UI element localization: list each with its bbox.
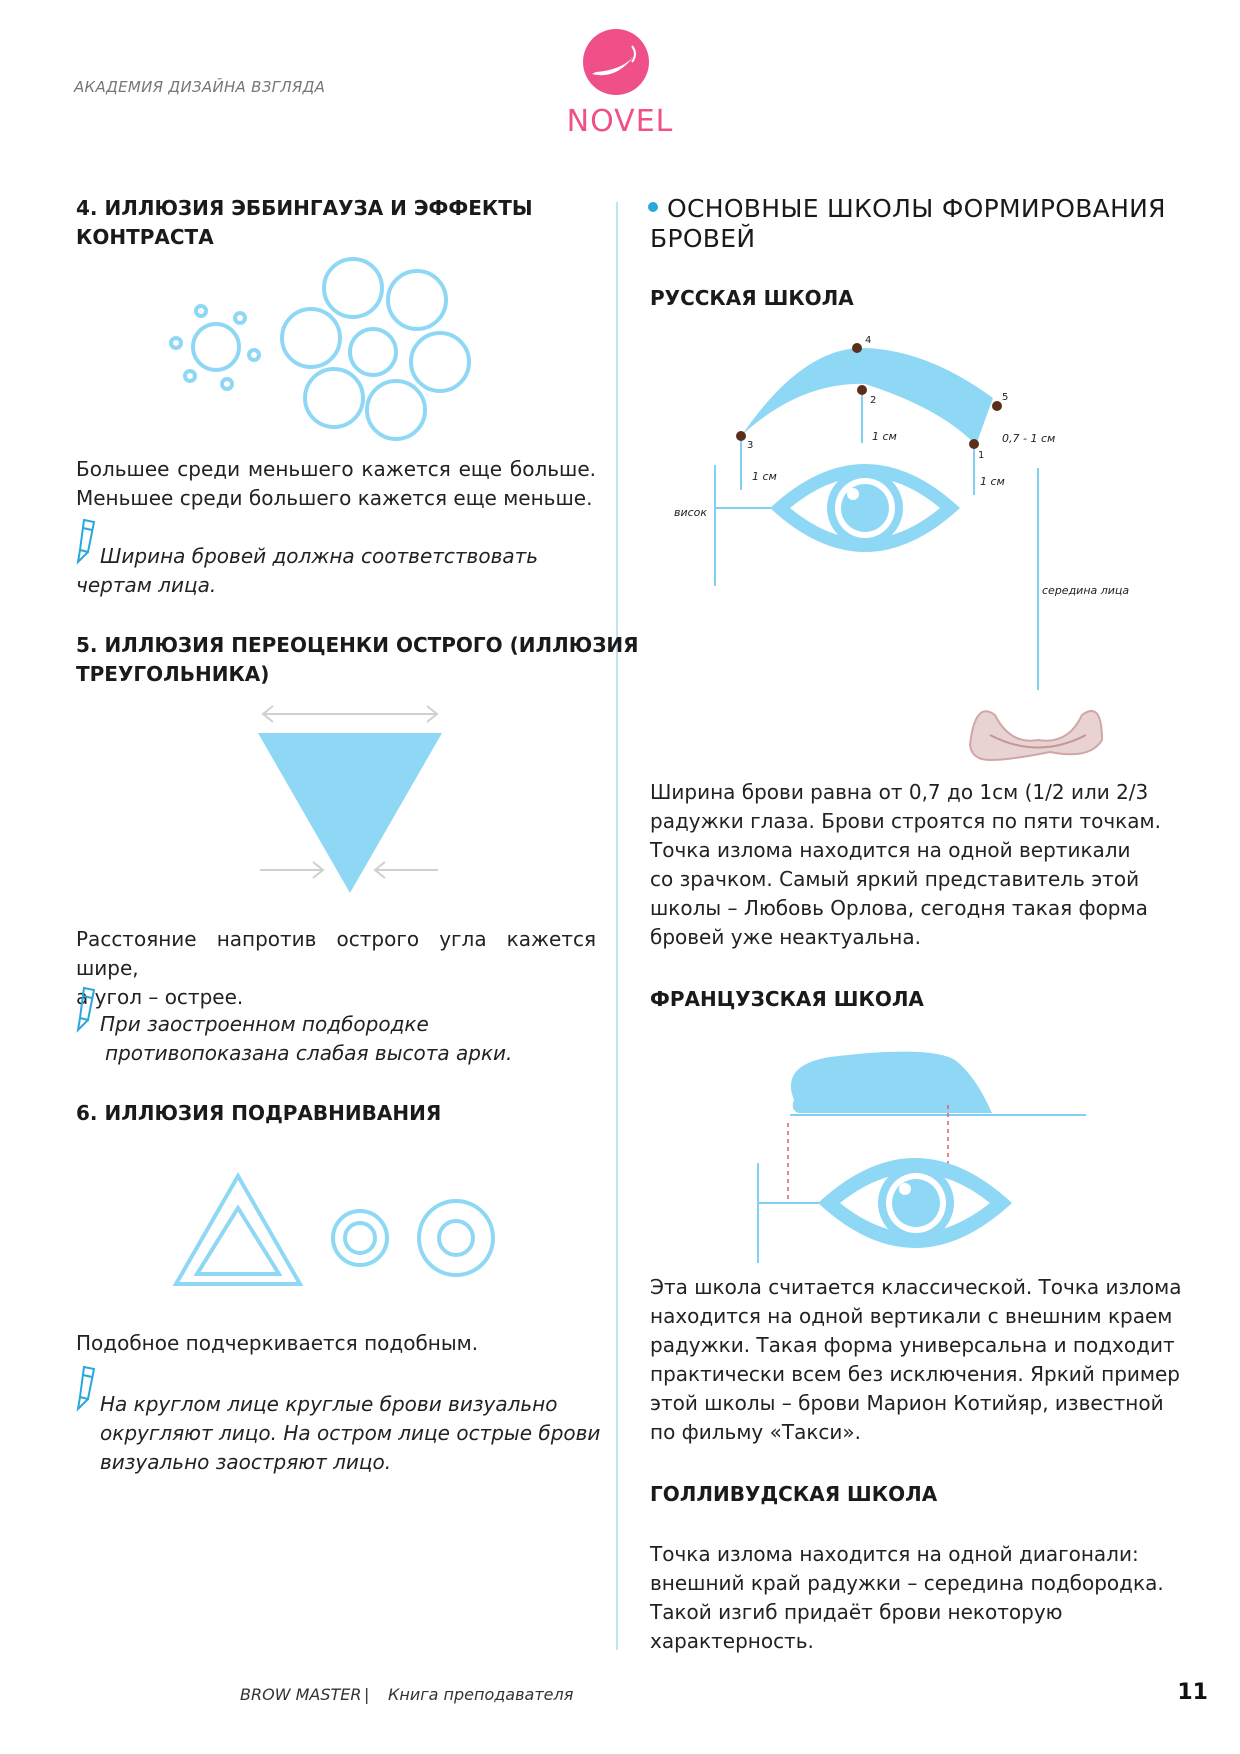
- footer-book: Книга преподавателя: [388, 1685, 574, 1704]
- pen-icon: [76, 986, 96, 1033]
- russian-diagram-graphics: [714, 343, 1104, 762]
- hollywood-school-title: ГОЛЛИВУДСКАЯ ШКОЛА: [650, 1482, 938, 1506]
- section-5-title: 5. ИЛЛЮЗИЯ ПЕРЕОЦЕНКИ ОСТРОГО (ИЛЛЮЗИЯ Т…: [76, 633, 639, 686]
- section-6-tip: На круглом лице круглые брови визуально …: [100, 1392, 601, 1474]
- section-6-title: 6. ИЛЛЮЗИЯ ПОДРАВНИВАНИЯ: [76, 1101, 442, 1125]
- pen-icon: [76, 518, 96, 565]
- russian-school-title: РУССКАЯ ШКОЛА: [650, 286, 854, 310]
- alignment-illusion-illustration: [172, 1171, 495, 1286]
- bullet-dot: [648, 202, 658, 212]
- column-divider: [616, 202, 618, 1650]
- logo-text: NOVEL: [566, 104, 674, 139]
- triangle-illusion-illustration: [258, 705, 442, 893]
- section-4-tip: Ширина бровей должна соответствовать чер…: [76, 544, 539, 597]
- logo-icon: [583, 29, 649, 95]
- russian-school-diagram: 4 2 3 5 1 1 см 1 см 1 см 0,7 - 1 см висо…: [650, 320, 1150, 762]
- footer-separator: |: [364, 1685, 370, 1704]
- section-4-text: Большее среди меньшего кажется еще больш…: [76, 457, 596, 510]
- hollywood-school-text: Точка излома находится на одной диагонал…: [650, 1542, 1164, 1653]
- page-number: 11: [1177, 1680, 1208, 1705]
- section-5-tip: При заостроенном подбородке противопоказ…: [100, 1012, 513, 1065]
- russian-school-text: Ширина брови равна от 0,7 до 1см (1/2 ил…: [650, 780, 1161, 949]
- footer-brand: BROW MASTER: [240, 1685, 362, 1704]
- section-5-text: Расстояние напротив острого угла кажется…: [76, 927, 596, 1009]
- ebbinghaus-illustration: [169, 257, 471, 441]
- section-4-title: 4. ИЛЛЮЗИЯ ЭББИНГАУЗА И ЭФФЕКТЫ КОНТРАСТ…: [76, 196, 533, 249]
- french-school-text: Эта школа считается классической. Точка …: [650, 1275, 1182, 1444]
- french-school-diagram: [757, 1051, 1086, 1263]
- nose-icon: [968, 709, 1104, 762]
- french-school-title: ФРАНЦУЗСКАЯ ШКОЛА: [650, 987, 924, 1011]
- pen-icon: [76, 1365, 96, 1412]
- section-6-text: Подобное подчеркивается подобным.: [76, 1331, 479, 1355]
- main-title: ОСНОВНЫЕ ШКОЛЫ ФОРМИРОВАНИЯ БРОВЕЙ: [650, 194, 1166, 253]
- academy-name: АКАДЕМИЯ ДИЗАЙНА ВЗГЛЯДА: [74, 78, 326, 96]
